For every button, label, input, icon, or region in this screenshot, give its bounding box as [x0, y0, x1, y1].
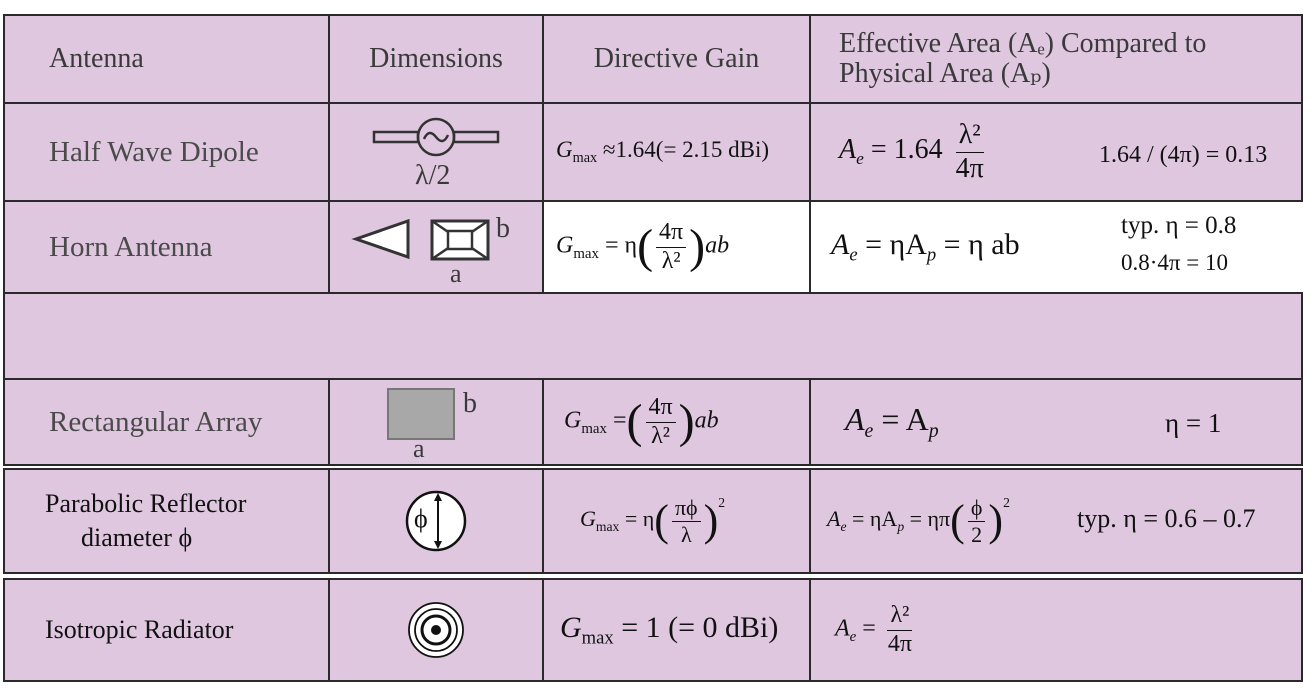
- horn-icon: [351, 218, 490, 261]
- header-dimensions: Dimensions: [330, 16, 544, 102]
- header-row: Antenna Dimensions Directive Gain Effect…: [3, 14, 1303, 104]
- antenna-name: Rectangular Array: [5, 380, 330, 464]
- dipole-dimension: λ/2: [330, 104, 544, 200]
- header-gain: Directive Gain: [544, 16, 811, 102]
- row-empty: [3, 292, 1303, 380]
- rect-dimension: b a: [330, 380, 544, 464]
- horn-diagram: b a: [346, 207, 526, 288]
- horn-dim-a: a: [450, 259, 462, 288]
- row-half-wave-dipole: Half Wave Dipole λ/2 Gmax ≈1.64(= 2.15 d…: [3, 102, 1303, 202]
- isotropic-gain: Gmax = 1 (= 0 dBi): [544, 580, 811, 680]
- isotropic-area: Ae = λ² 4π: [835, 601, 913, 657]
- dish-icon: [405, 490, 467, 552]
- antenna-name: Isotropic Radiator: [5, 580, 330, 680]
- rect-dim-a: a: [413, 434, 425, 463]
- dish-diagram: ϕ: [404, 489, 468, 553]
- dipole-diagram: λ/2: [371, 112, 501, 192]
- parabolic-note-eta: typ. η = 0.6 – 0.7: [1077, 504, 1256, 533]
- header-area: Effective Area (Aₑ) Compared to Physical…: [839, 28, 1207, 89]
- dipole-area: Ae = 1.64 λ² 4π 1.64 / (4π) = 0.13: [839, 119, 1268, 184]
- dipole-length-label: λ/2: [415, 160, 451, 191]
- aperture-shape: [387, 388, 455, 440]
- antenna-name: Half Wave Dipole: [5, 104, 330, 200]
- horn-dim-b: b: [496, 213, 510, 244]
- horn-dimension: b a: [330, 202, 544, 292]
- horn-note-eta: typ. η = 0.8: [1121, 212, 1237, 239]
- rect-dim-b: b: [463, 388, 477, 419]
- dipole-ratio: 1.64 / (4π) = 0.13: [1099, 142, 1268, 168]
- isotropic-dimension: [330, 580, 544, 680]
- antenna-name: Horn Antenna: [5, 202, 330, 292]
- dipole-icon: [372, 117, 500, 157]
- isotropic-icon: [408, 602, 464, 658]
- rect-area: Ae = Ap η = 1: [845, 401, 1222, 442]
- header-antenna: Antenna: [5, 16, 330, 102]
- antenna-name: Parabolic Reflector diameter ϕ: [5, 470, 330, 572]
- horn-note-gain: 0.8·4π = 10: [1121, 250, 1228, 275]
- dish-diameter-symbol: ϕ: [414, 504, 428, 533]
- row-isotropic-radiator: Isotropic Radiator Gmax = 1 (= 0 dBi) Ae…: [3, 578, 1303, 682]
- dipole-gain: Gmax ≈1.64(= 2.15 dBi): [544, 104, 811, 200]
- horn-area: Ae = ηAp = η ab typ. η = 0.8 0.8·4π = 10: [811, 202, 1305, 292]
- row-parabolic-reflector: Parabolic Reflector diameter ϕ ϕ Gmax = …: [3, 468, 1303, 574]
- rect-diagram: b a: [381, 382, 491, 463]
- rect-note-eta: η = 1: [1165, 408, 1222, 438]
- parabolic-dimension: ϕ: [330, 470, 544, 572]
